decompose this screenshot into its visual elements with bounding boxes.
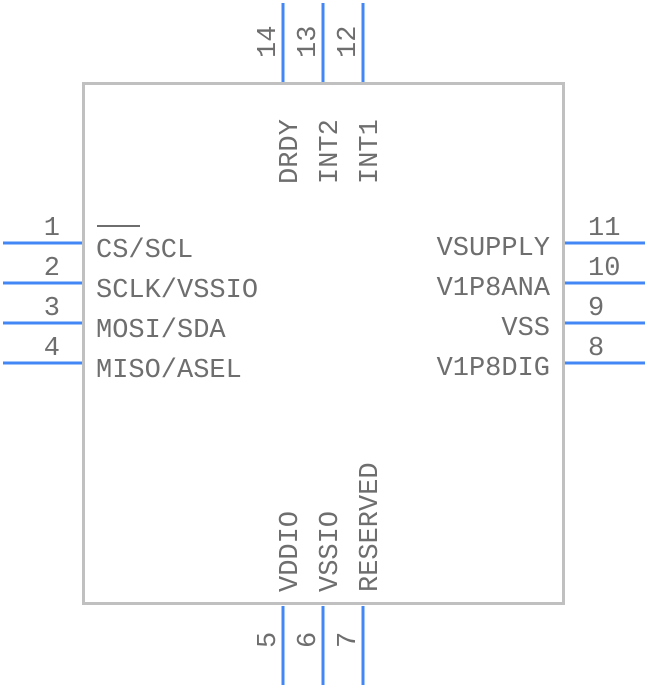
pin-6-name: VSSIO: [316, 511, 346, 592]
pin-13-number: 13: [294, 26, 324, 58]
pin-11: 11 VSUPPLY: [437, 214, 645, 264]
pin-9-name: VSS: [501, 314, 550, 344]
pin-11-name: VSUPPLY: [437, 234, 550, 264]
pin-12-number: 12: [334, 26, 364, 58]
pin-11-number: 11: [588, 214, 620, 244]
pin-7-name: RESERVED: [356, 462, 386, 592]
pin-8-name: V1P8DIG: [437, 354, 550, 384]
pin-4-number: 4: [44, 334, 60, 364]
pin-1: 1 CS/SCL: [3, 214, 193, 266]
pin-5: 5 VDDIO: [254, 511, 306, 685]
pin-6: 6 VSSIO: [294, 511, 346, 685]
pin-1-name: CS/SCL: [96, 236, 193, 266]
pin-2: 2 SCLK/VSSIO: [3, 254, 258, 306]
pin-8-number: 8: [588, 334, 604, 364]
pin-14-name: DRDY: [276, 119, 306, 184]
pin-4-name: MISO/ASEL: [96, 356, 242, 386]
pin-14-number: 14: [254, 26, 284, 58]
pin-1-number: 1: [44, 214, 60, 244]
pin-3-name: MOSI/SDA: [96, 316, 226, 346]
pin-12-name: INT1: [356, 119, 386, 184]
pin-4: 4 MISO/ASEL: [3, 334, 242, 386]
pin-14: 14 DRDY: [254, 3, 306, 184]
pin-12: 12 INT1: [334, 3, 386, 184]
pin-7-number: 7: [334, 632, 364, 648]
pin-3-number: 3: [44, 294, 60, 324]
pin-10: 10 V1P8ANA: [437, 254, 645, 304]
pin-13-name: INT2: [316, 119, 346, 184]
pin-6-number: 6: [294, 632, 324, 648]
pin-7: 7 RESERVED: [334, 462, 386, 685]
pin-8: 8 V1P8DIG: [437, 334, 645, 384]
component-body: [82, 82, 565, 605]
pin-13: 13 INT2: [294, 3, 346, 184]
pin-2-number: 2: [44, 254, 60, 284]
pin-5-name: VDDIO: [276, 511, 306, 592]
pin-9: 9 VSS: [501, 294, 645, 344]
pin-10-number: 10: [588, 254, 620, 284]
pin-10-name: V1P8ANA: [437, 274, 551, 304]
pin-3: 3 MOSI/SDA: [3, 294, 226, 346]
pin-9-number: 9: [588, 294, 604, 324]
pin-5-number: 5: [254, 632, 284, 648]
pin-2-name: SCLK/VSSIO: [96, 276, 258, 306]
